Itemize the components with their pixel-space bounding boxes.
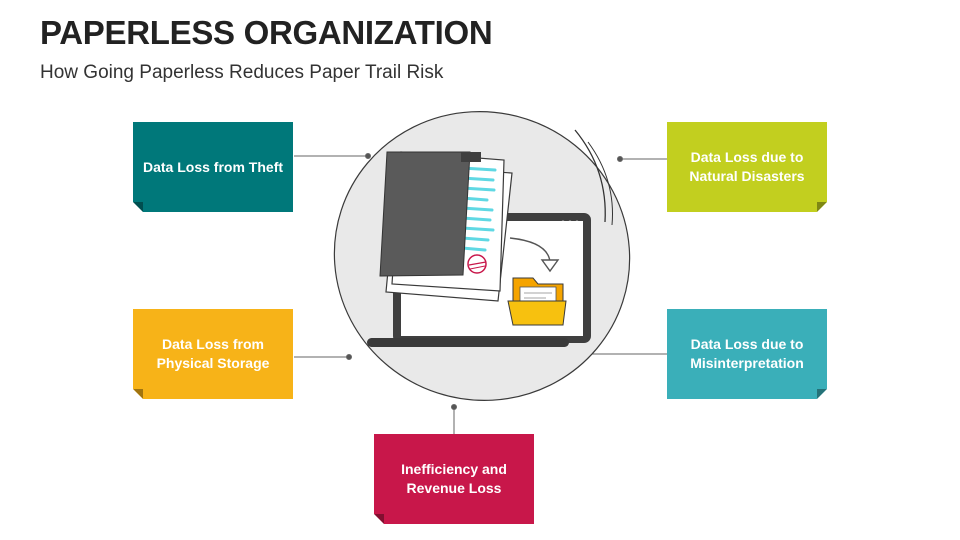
folder-icon — [507, 277, 567, 326]
box-data-loss-misinterpretation-label: Data Loss due to Misinterpretation — [690, 336, 804, 371]
box-data-loss-physical-storage-label: Data Loss from Physical Storage — [156, 336, 270, 371]
stamp-icon — [467, 254, 487, 274]
box-data-loss-natural-disasters-label: Data Loss due to Natural Disasters — [689, 149, 805, 184]
box-data-loss-misinterpretation: Data Loss due to Misinterpretation — [667, 309, 827, 399]
document-folder-icon — [379, 151, 481, 277]
box-data-loss-physical-storage: Data Loss from Physical Storage — [133, 309, 293, 399]
page-subtitle: How Going Paperless Reduces Paper Trail … — [40, 62, 444, 83]
connector-lines — [294, 153, 667, 434]
box-inefficiency-revenue-loss-label: Inefficiency and Revenue Loss — [401, 461, 507, 496]
box-data-loss-theft-label: Data Loss from Theft — [143, 158, 284, 175]
box-data-loss-theft: Data Loss from Theft — [133, 122, 293, 212]
box-inefficiency-revenue-loss: Inefficiency and Revenue Loss — [374, 434, 534, 524]
page-title: PAPERLESS ORGANIZATION — [40, 14, 493, 51]
box-data-loss-natural-disasters: Data Loss due to Natural Disasters — [667, 122, 827, 212]
